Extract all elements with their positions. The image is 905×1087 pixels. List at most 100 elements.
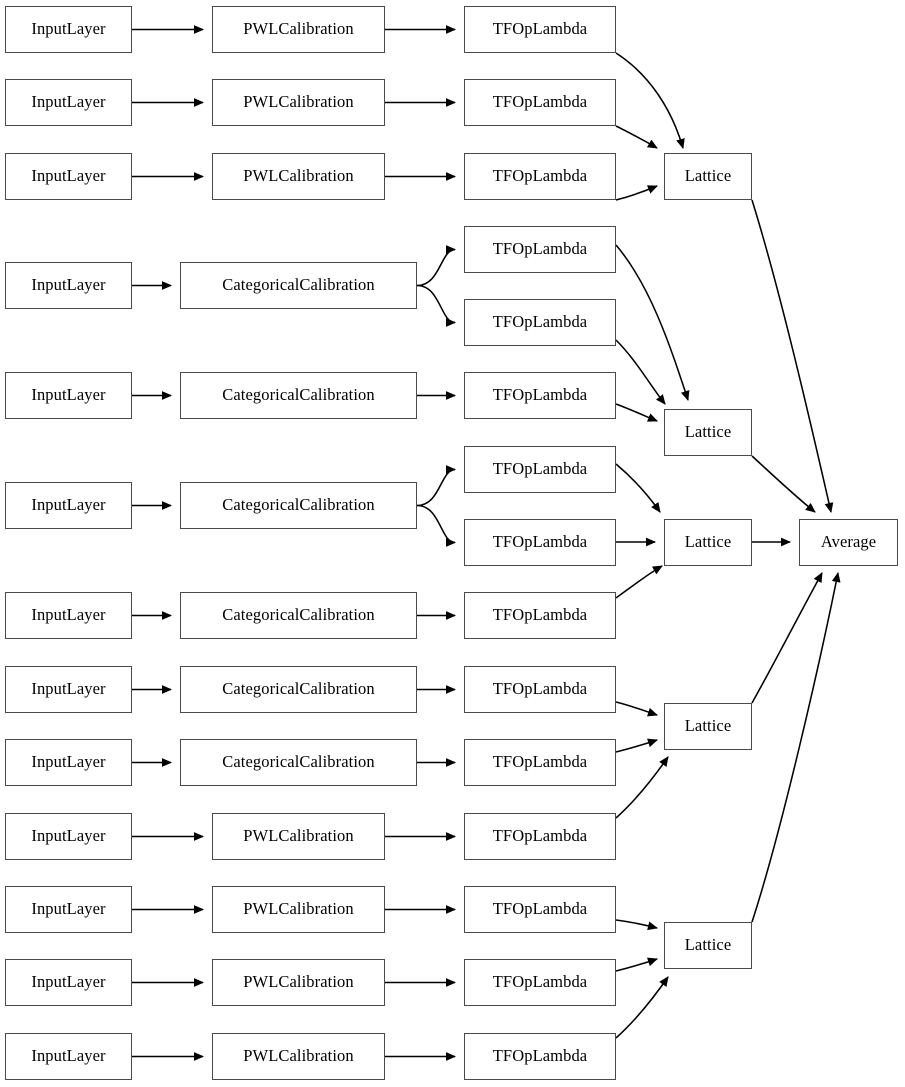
node-op1[interactable]: TFOpLambda bbox=[464, 6, 616, 53]
node-label: TFOpLambda bbox=[492, 752, 588, 772]
node-op5[interactable]: TFOpLambda bbox=[464, 299, 616, 346]
node-label: Lattice bbox=[684, 166, 732, 186]
edge-op15-to-lat5 bbox=[615, 976, 669, 1039]
node-cal6[interactable]: CategoricalCalibration bbox=[180, 482, 417, 529]
node-label: InputLayer bbox=[31, 605, 106, 625]
edge-lat5-to-avg bbox=[751, 572, 841, 923]
node-label: InputLayer bbox=[31, 826, 106, 846]
node-label: InputLayer bbox=[31, 275, 106, 295]
edge-op14-to-lat5 bbox=[615, 957, 658, 972]
node-label: TFOpLambda bbox=[492, 239, 588, 259]
node-label: TFOpLambda bbox=[492, 605, 588, 625]
node-label: InputLayer bbox=[31, 752, 106, 772]
node-label: TFOpLambda bbox=[492, 166, 588, 186]
node-in1[interactable]: InputLayer bbox=[5, 6, 132, 53]
node-label: PWLCalibration bbox=[243, 826, 354, 846]
node-label: InputLayer bbox=[31, 19, 106, 39]
node-lat1[interactable]: Lattice bbox=[664, 153, 752, 200]
node-lat5[interactable]: Lattice bbox=[664, 922, 752, 969]
node-cal2[interactable]: PWLCalibration bbox=[212, 79, 385, 126]
node-cal4[interactable]: CategoricalCalibration bbox=[180, 262, 417, 309]
node-op2[interactable]: TFOpLambda bbox=[464, 79, 616, 126]
node-label: Average bbox=[820, 532, 877, 552]
node-label: InputLayer bbox=[31, 972, 106, 992]
node-label: TFOpLambda bbox=[492, 899, 588, 919]
node-op3[interactable]: TFOpLambda bbox=[464, 153, 616, 200]
node-op13[interactable]: TFOpLambda bbox=[464, 886, 616, 933]
edge-op9-to-lat3 bbox=[615, 565, 663, 599]
node-in2[interactable]: InputLayer bbox=[5, 79, 132, 126]
node-label: CategoricalCalibration bbox=[222, 752, 375, 772]
node-label: TFOpLambda bbox=[492, 385, 588, 405]
node-label: InputLayer bbox=[31, 385, 106, 405]
node-label: PWLCalibration bbox=[243, 166, 354, 186]
node-cal5[interactable]: CategoricalCalibration bbox=[180, 372, 417, 419]
node-label: InputLayer bbox=[31, 92, 106, 112]
node-label: CategoricalCalibration bbox=[222, 385, 375, 405]
node-op15[interactable]: TFOpLambda bbox=[464, 1033, 616, 1080]
node-op8[interactable]: TFOpLambda bbox=[464, 519, 616, 566]
node-lat4[interactable]: Lattice bbox=[664, 703, 752, 750]
node-op6[interactable]: TFOpLambda bbox=[464, 372, 616, 419]
node-in11[interactable]: InputLayer bbox=[5, 886, 132, 933]
node-in3[interactable]: InputLayer bbox=[5, 153, 132, 200]
node-label: CategoricalCalibration bbox=[222, 679, 375, 699]
node-avg[interactable]: Average bbox=[799, 519, 898, 566]
node-label: PWLCalibration bbox=[243, 92, 354, 112]
node-in13[interactable]: InputLayer bbox=[5, 1033, 132, 1080]
node-label: TFOpLambda bbox=[492, 459, 588, 479]
node-lat3[interactable]: Lattice bbox=[664, 519, 752, 566]
edge-cal4-to-op5 bbox=[416, 284, 457, 327]
node-label: TFOpLambda bbox=[492, 679, 588, 699]
node-cal11[interactable]: PWLCalibration bbox=[212, 886, 385, 933]
node-op7[interactable]: TFOpLambda bbox=[464, 446, 616, 493]
edge-cal6-to-op8 bbox=[416, 504, 457, 547]
edge-op4-to-lat2 bbox=[615, 244, 690, 401]
node-label: TFOpLambda bbox=[492, 532, 588, 552]
node-cal3[interactable]: PWLCalibration bbox=[212, 153, 385, 200]
node-in12[interactable]: InputLayer bbox=[5, 959, 132, 1006]
node-label: Lattice bbox=[684, 935, 732, 955]
node-in5[interactable]: InputLayer bbox=[5, 372, 132, 419]
edge-op7-to-lat3 bbox=[615, 463, 661, 513]
node-op14[interactable]: TFOpLambda bbox=[464, 959, 616, 1006]
node-label: PWLCalibration bbox=[243, 972, 354, 992]
node-cal1[interactable]: PWLCalibration bbox=[212, 6, 385, 53]
node-label: TFOpLambda bbox=[492, 92, 588, 112]
node-cal13[interactable]: PWLCalibration bbox=[212, 1033, 385, 1080]
node-in8[interactable]: InputLayer bbox=[5, 666, 132, 713]
node-cal8[interactable]: CategoricalCalibration bbox=[180, 666, 417, 713]
node-label: CategoricalCalibration bbox=[222, 495, 375, 515]
edge-lat2-to-avg bbox=[751, 455, 816, 513]
node-op9[interactable]: TFOpLambda bbox=[464, 592, 616, 639]
node-cal12[interactable]: PWLCalibration bbox=[212, 959, 385, 1006]
edge-cal6-to-op7 bbox=[416, 465, 457, 507]
node-label: CategoricalCalibration bbox=[222, 605, 375, 625]
edge-op5-to-lat2 bbox=[615, 339, 666, 405]
node-label: Lattice bbox=[684, 716, 732, 736]
node-cal7[interactable]: CategoricalCalibration bbox=[180, 592, 417, 639]
node-label: InputLayer bbox=[31, 899, 106, 919]
edge-cal4-to-op4 bbox=[416, 245, 457, 287]
node-label: Lattice bbox=[684, 532, 732, 552]
node-op4[interactable]: TFOpLambda bbox=[464, 226, 616, 273]
node-in10[interactable]: InputLayer bbox=[5, 813, 132, 860]
node-label: TFOpLambda bbox=[492, 1046, 588, 1066]
node-op10[interactable]: TFOpLambda bbox=[464, 666, 616, 713]
node-in9[interactable]: InputLayer bbox=[5, 739, 132, 786]
edge-op10-to-lat4 bbox=[615, 701, 658, 717]
node-cal10[interactable]: PWLCalibration bbox=[212, 813, 385, 860]
node-lat2[interactable]: Lattice bbox=[664, 409, 752, 456]
node-label: TFOpLambda bbox=[492, 19, 588, 39]
node-label: CategoricalCalibration bbox=[222, 275, 375, 295]
node-op11[interactable]: TFOpLambda bbox=[464, 739, 616, 786]
edge-op13-to-lat5 bbox=[615, 919, 658, 931]
node-in7[interactable]: InputLayer bbox=[5, 592, 132, 639]
edge-op3-to-lat1 bbox=[615, 185, 658, 201]
node-op12[interactable]: TFOpLambda bbox=[464, 813, 616, 860]
node-in6[interactable]: InputLayer bbox=[5, 482, 132, 529]
node-in4[interactable]: InputLayer bbox=[5, 262, 132, 309]
node-cal9[interactable]: CategoricalCalibration bbox=[180, 739, 417, 786]
node-label: InputLayer bbox=[31, 679, 106, 699]
